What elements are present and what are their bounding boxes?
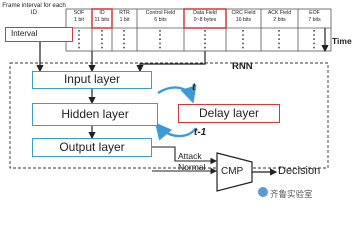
field-name: Control Field <box>145 10 176 16</box>
id-field-highlight <box>91 8 113 29</box>
attack-label: Attack <box>178 151 202 161</box>
field-sof: SOF 1 bit <box>66 10 92 24</box>
input-layer-block: Input layer <box>32 71 152 89</box>
field-rtr: RTR 1 bit <box>112 10 137 24</box>
diagram-canvas <box>9 8 332 192</box>
field-crc: CRC Field 16 bits <box>226 10 261 24</box>
field-ack: ACK Field 2 bits <box>261 10 298 24</box>
field-name: Data Field <box>193 10 217 16</box>
hidden-layer-block: Hidden layer <box>32 103 158 126</box>
field-name: RTR <box>119 10 130 16</box>
cmp-label: CMP <box>221 166 244 177</box>
t-loop-arrow <box>157 85 197 104</box>
field-name: ACK Field <box>267 10 292 16</box>
field-name: ID <box>99 10 105 16</box>
frame-interval-label: Frame interval for each ID <box>2 2 66 17</box>
field-bits: 2 bits <box>273 17 286 23</box>
field-bits: 1 bit <box>119 17 130 23</box>
field-name: SOF <box>73 10 85 16</box>
t-minus-label: t-1 <box>194 127 207 138</box>
rnn-container <box>9 62 329 169</box>
decision-label: Decision <box>278 165 321 177</box>
time-label: Time <box>332 36 352 46</box>
t-label: t <box>192 82 196 93</box>
field-id: ID 11 bits <box>92 10 112 24</box>
field-bits: 16 bits <box>235 17 252 23</box>
interval-box: Interval <box>5 27 73 42</box>
field-control: Control Field 6 bits <box>137 10 184 24</box>
wechat-icon <box>258 187 268 197</box>
cmp-comparator <box>216 152 253 192</box>
normal-label: Normal <box>178 162 206 172</box>
t-minus-loop-arrow <box>154 122 197 141</box>
field-bits: 1 bit <box>74 17 84 23</box>
watermark: 齐鲁实验室 <box>270 189 313 199</box>
data-field-highlight <box>183 8 227 29</box>
field-bits: 0~8 bytes <box>193 17 217 23</box>
field-bits: 7 bits <box>308 17 321 23</box>
field-eof: EOF 7 bits <box>298 10 331 24</box>
field-data: Data Field 0~8 bytes <box>184 10 226 24</box>
rnn-label: RNN <box>232 61 253 72</box>
field-name: EOF <box>309 10 320 16</box>
field-bits: 11 bits <box>94 17 110 23</box>
field-bits: 6 bits <box>154 17 167 23</box>
delay-layer-block: Delay layer <box>178 104 280 123</box>
field-name: CRC Field <box>231 10 256 16</box>
output-layer-block: Output layer <box>32 138 152 157</box>
